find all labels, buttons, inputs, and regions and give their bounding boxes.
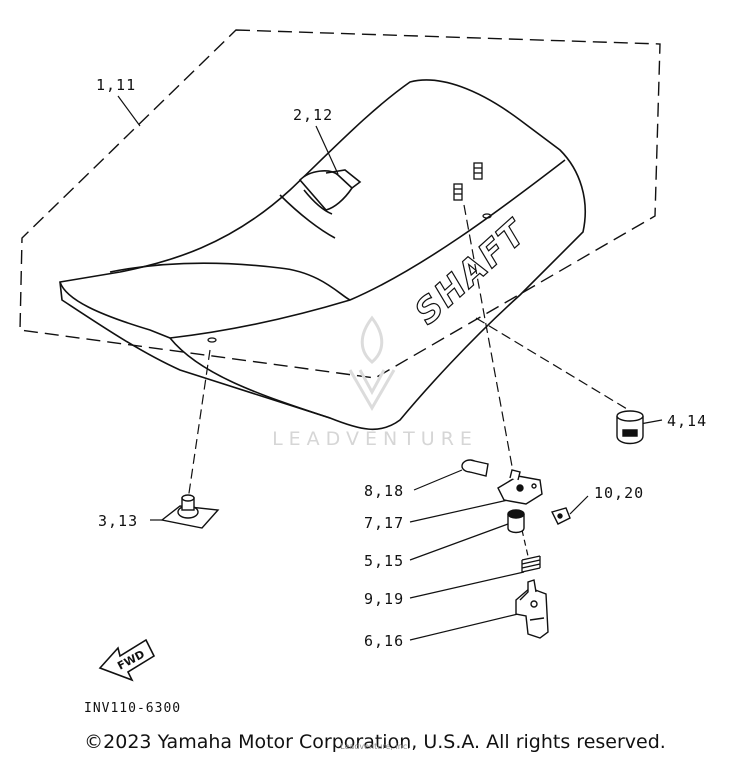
- callout-1-11: 1,11: [96, 76, 136, 94]
- lock-bracket-icon: [497, 469, 543, 505]
- seat: [59, 79, 587, 431]
- copyright-notice: ©2023 Yamaha Motor Corporation, U.S.A. A…: [84, 731, 666, 753]
- callout-10-20: 10,20: [594, 484, 644, 502]
- callout-5-15: 5,15: [364, 552, 404, 570]
- callout-9-19: 9,19: [364, 590, 404, 608]
- leader-lines: [117, 95, 663, 641]
- collar-icon: [507, 509, 525, 534]
- watermark-brand: LEADVENTURE: [272, 428, 478, 450]
- damper-icon: [616, 410, 644, 445]
- seat-bottom-edge: [169, 337, 331, 419]
- seat-hump-line: [279, 194, 336, 239]
- bolt-icon: [461, 459, 489, 477]
- seat-rear-lip: [59, 281, 171, 339]
- watermark-small: Leadventure, Inc.: [340, 742, 410, 751]
- spring-icon: [521, 555, 541, 573]
- diagram-code: INV110-6300: [84, 701, 181, 716]
- nut-icon: [550, 507, 571, 525]
- callout-7-17: 7,17: [364, 514, 404, 532]
- callout-3-13: 3,13: [98, 512, 138, 530]
- seat-strap-icon: [298, 169, 362, 215]
- fwd-arrow-icon: FWD: [98, 638, 156, 682]
- callout-8-18: 8,18: [364, 482, 404, 500]
- callout-2-12: 2,12: [293, 106, 333, 124]
- callout-4-14: 4,14: [667, 412, 707, 430]
- seat-stud-icon: [207, 162, 492, 343]
- watermark-logo-icon: [348, 315, 396, 411]
- nut-plate-icon: [160, 494, 220, 529]
- seat-top-crease: [109, 262, 351, 301]
- assembly-boundary: [19, 29, 661, 379]
- callout-6-16: 6,16: [364, 632, 404, 650]
- seat-outline: [59, 79, 587, 431]
- seat-hook-icon: [515, 579, 549, 639]
- seat-side-seam: [169, 159, 566, 339]
